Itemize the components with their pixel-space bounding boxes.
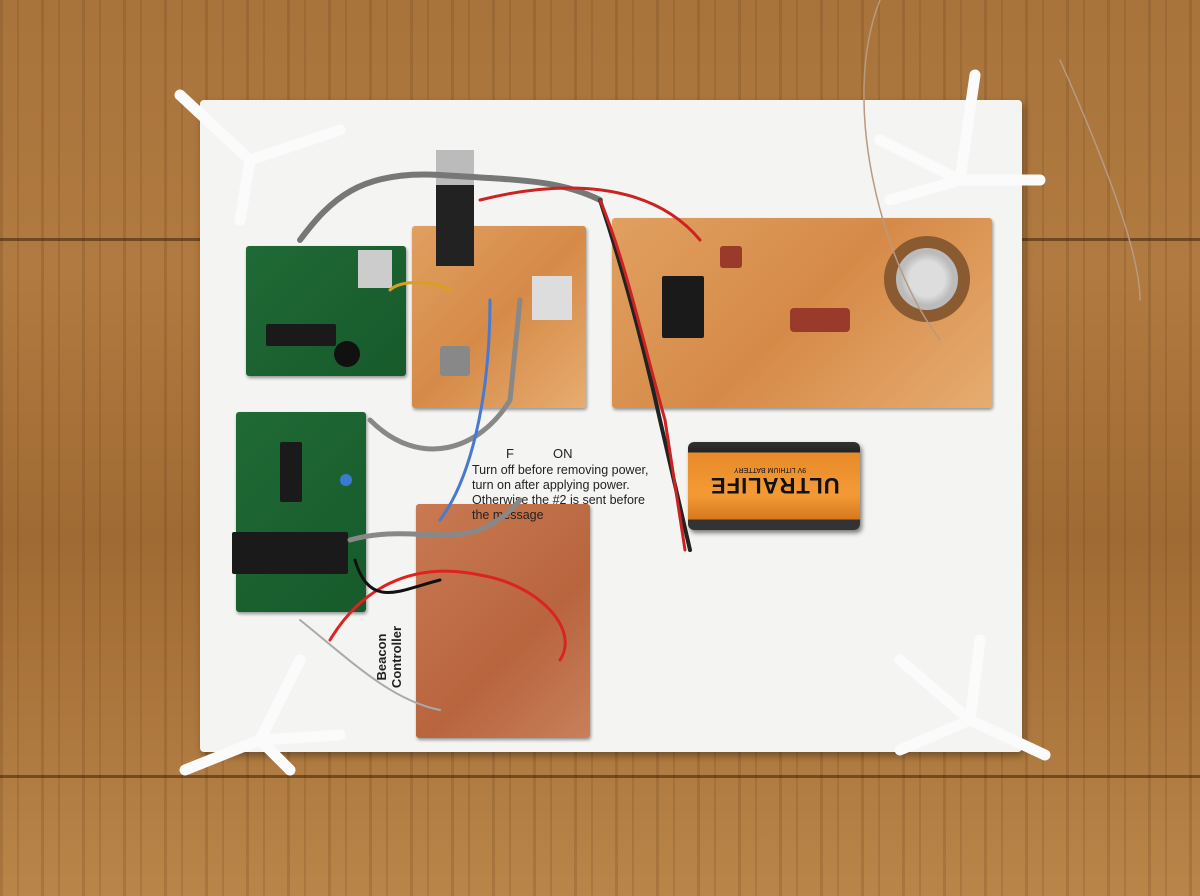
buzzer (334, 341, 360, 367)
ic-chip (662, 276, 704, 338)
foot-top-left (174, 89, 346, 226)
antenna-wire (863, 0, 1141, 341)
capacitor (720, 246, 742, 268)
yellow-wire (388, 281, 452, 292)
ic-chip (280, 442, 302, 502)
keyer-pcb-top (246, 246, 406, 376)
ic-chip (232, 532, 348, 574)
driver-pcb (416, 504, 590, 738)
switch-off-label: F (506, 446, 514, 461)
gray-cable (367, 297, 523, 452)
foot-bottom-left (179, 654, 346, 776)
foot-top-right (874, 69, 1046, 206)
audio-jack (358, 250, 392, 288)
pushbutton (440, 346, 470, 376)
red-wire (328, 569, 567, 662)
standoff-feet (174, 69, 1051, 776)
blue-wire (438, 298, 492, 522)
gray-wire (299, 619, 441, 711)
gray-cable (347, 497, 523, 543)
black-wire (353, 558, 442, 594)
relay (532, 276, 572, 320)
capacitors (790, 308, 850, 332)
instruction-line: turn on after applying power. (472, 478, 630, 492)
switch-on-label: ON (553, 446, 573, 461)
foot-bottom-right (894, 634, 1051, 761)
voltage-regulator (436, 150, 474, 266)
ic-chip (266, 324, 336, 346)
instruction-line: Turn off before removing power, (472, 463, 649, 477)
instructions-note: Turn off before removing power, turn on … (472, 463, 648, 523)
beacon-controller-pcb (232, 412, 366, 612)
gray-cable (297, 171, 603, 243)
9v-battery: ULTRALIFE 9V LITHIUM BATTERY (688, 442, 860, 530)
floor-seam (0, 775, 1200, 778)
red-wire (598, 198, 687, 552)
capacitor (340, 474, 352, 486)
red-wire (478, 186, 702, 242)
